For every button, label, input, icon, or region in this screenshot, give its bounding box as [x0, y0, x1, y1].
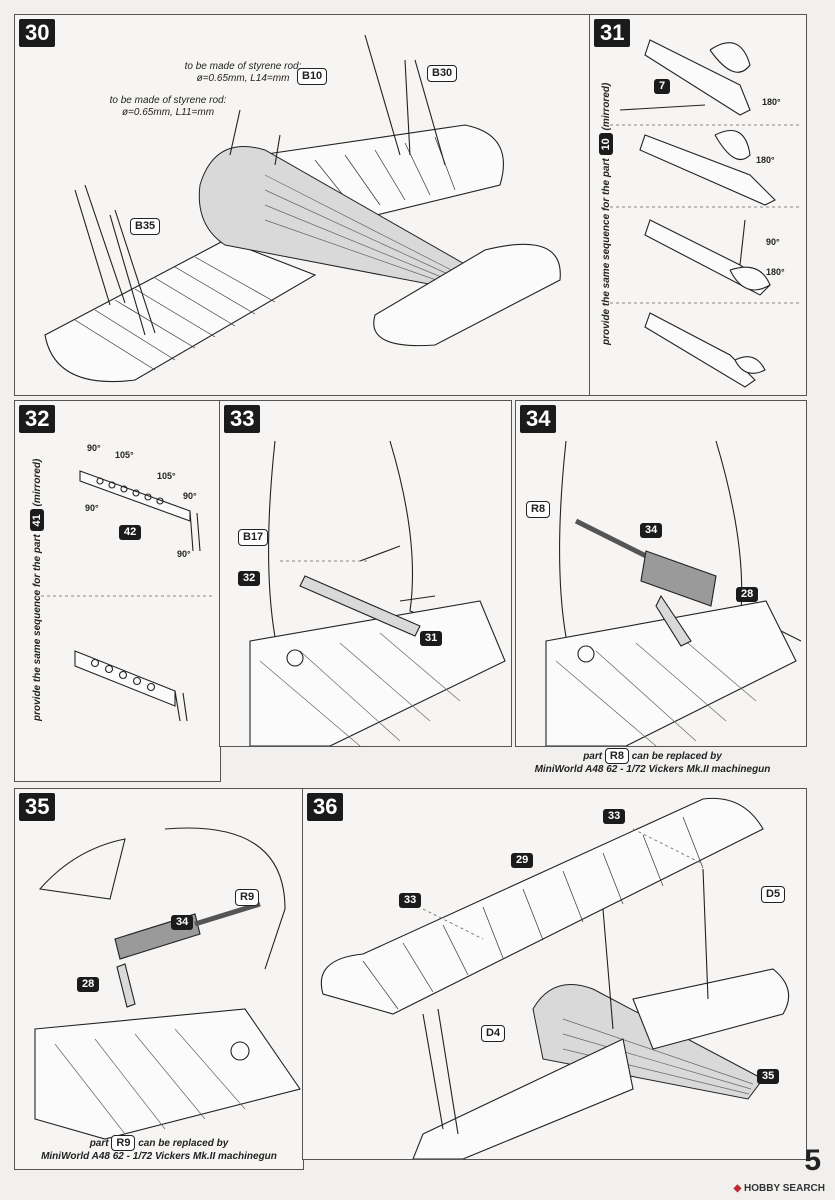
part-tag-7: 7	[654, 79, 671, 94]
step-34-panel: 34 R8 34 28	[515, 400, 807, 747]
part-tag-b10: B10	[297, 68, 328, 85]
part-tag-r9: R9	[235, 889, 260, 906]
machinegun-installed-drawing	[34, 827, 301, 1140]
biplane-drawing	[44, 34, 561, 383]
machinegun-mount-drawing	[545, 440, 802, 746]
part-tag-r8: R8	[526, 501, 551, 518]
angle-label: 180°	[762, 97, 781, 107]
part-bending-sequence	[610, 39, 800, 388]
fuselage-closeup-drawing	[249, 440, 506, 746]
step-number: 32	[19, 405, 56, 433]
page-number: 5	[804, 1144, 821, 1177]
part-tag-d5: D5	[761, 886, 786, 903]
step-number: 36	[307, 793, 344, 821]
angle-label: 90°	[85, 503, 99, 513]
part-tag-b17: B17	[238, 529, 269, 546]
part-tag-33-right: 33	[603, 809, 626, 824]
step-36-panel: 36 33 29 33 35 D5 D4	[302, 788, 807, 1160]
part-tag-28: 28	[77, 977, 100, 992]
watermark-logo-icon: ◆	[733, 1183, 742, 1194]
part-tag-33-left: 33	[399, 893, 422, 908]
angle-label: 105°	[157, 471, 176, 481]
part-bending-sequence	[35, 470, 215, 722]
step-34-replacement-caption: part R8 can be replaced by MiniWorld A48…	[534, 748, 771, 775]
part-tag-28: 28	[736, 587, 759, 602]
step-number: 35	[19, 793, 56, 821]
step-number: 30	[19, 19, 56, 47]
part-tag-42: 42	[119, 525, 142, 540]
step-30-panel: 30 to be	[14, 14, 591, 396]
angle-label: 90°	[87, 443, 101, 453]
styrene-rod-note-l11: to be made of styrene rod: ø=0.65mm, L11…	[109, 95, 227, 118]
step-number: 34	[520, 405, 557, 433]
angle-label: 180°	[766, 267, 785, 277]
watermark: ◆ HOBBY SEARCH	[733, 1183, 825, 1194]
part-tag-d4: D4	[481, 1025, 506, 1042]
styrene-rod-note-l14: to be made of styrene rod: ø=0.65mm, L14…	[184, 61, 302, 84]
angle-label: 90°	[177, 549, 191, 559]
part-tag-34: 34	[171, 915, 194, 930]
step-31-panel: 31 provide the same sequence for the par…	[589, 14, 807, 396]
part-tag-b30: B30	[427, 65, 458, 82]
part-tag-29: 29	[511, 853, 534, 868]
biplane-final-assembly-drawing	[320, 797, 790, 1159]
part-tag-34: 34	[640, 523, 663, 538]
step-32-panel: 32 provide the same sequence for the par…	[14, 400, 221, 782]
step-number: 33	[224, 405, 261, 433]
step-number: 31	[594, 19, 631, 47]
part-tag-35: 35	[757, 1069, 780, 1084]
step-35-panel: 35 R9 34 28 part R9 can be replaced by M…	[14, 788, 304, 1170]
step-35-replacement-caption: part R9 can be replaced by MiniWorld A48…	[41, 1135, 277, 1162]
angle-label: 180°	[756, 155, 775, 165]
part-tag-32: 32	[238, 571, 261, 586]
part-tag-31: 31	[420, 631, 443, 646]
step-33-panel: 33 B17 32 31	[219, 400, 512, 747]
angle-label: 90°	[766, 237, 780, 247]
angle-label: 105°	[115, 450, 134, 460]
part-tag-b35: B35	[130, 218, 161, 235]
angle-label: 90°	[183, 491, 197, 501]
